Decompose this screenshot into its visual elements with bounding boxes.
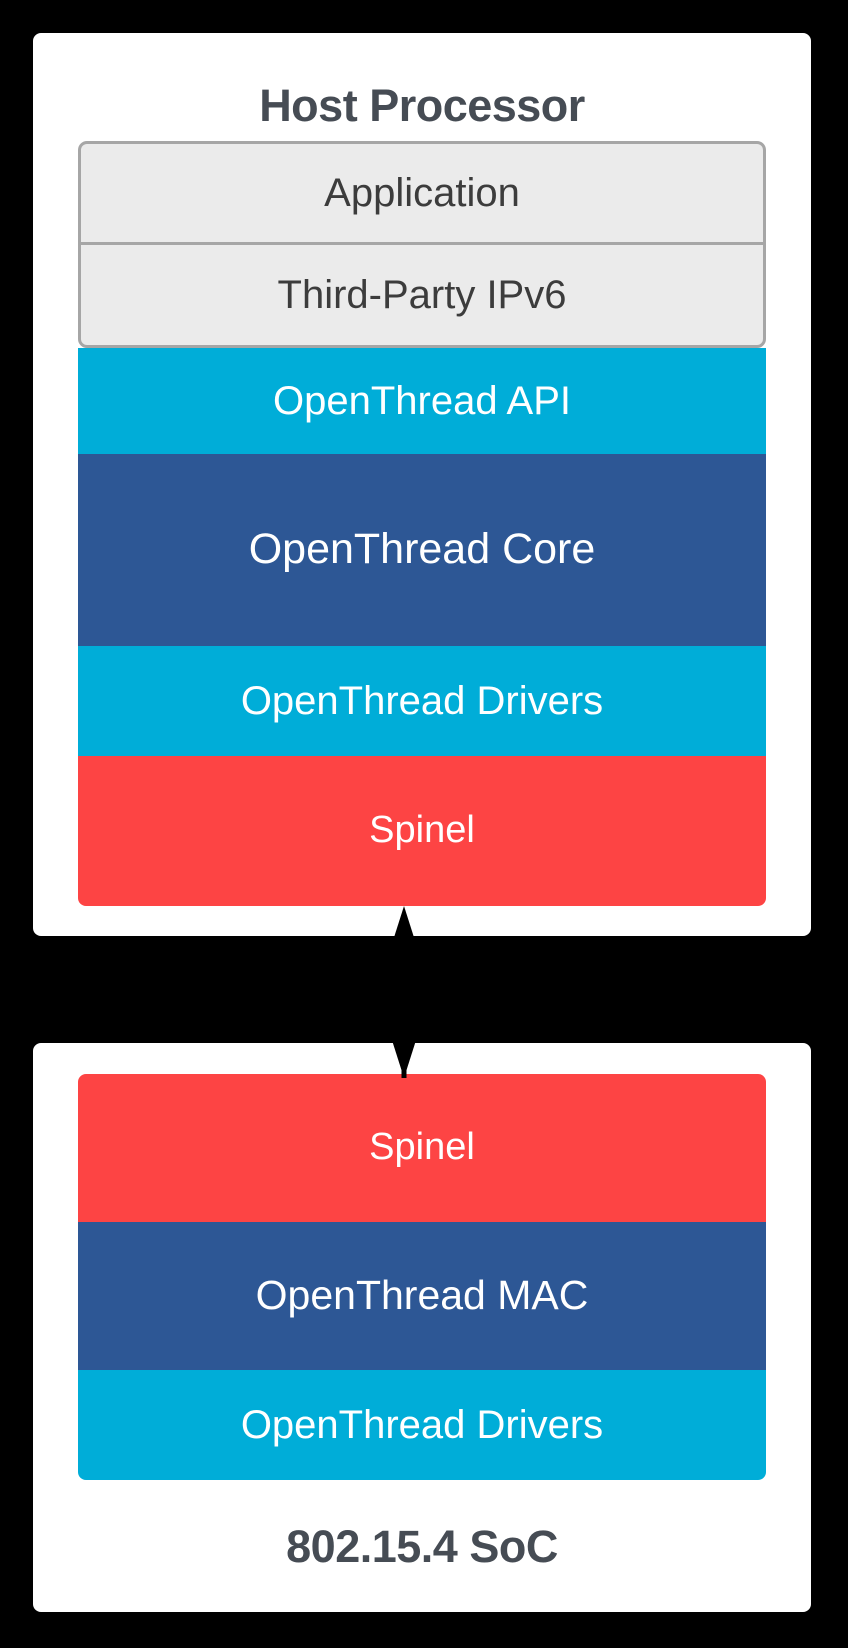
layer-spinel-host: Spinel (78, 756, 766, 906)
layer-openthread-api-label: OpenThread API (273, 379, 571, 423)
layer-stack-host: Application Third-Party IPv6 OpenThread … (78, 141, 766, 906)
panel-title-802-15-4-soc: 802.15.4 SoC (286, 1521, 558, 1572)
panel-802-15-4-soc: Spinel OpenThread MAC OpenThread Drivers… (33, 1043, 811, 1612)
layer-openthread-drivers-soc-label: OpenThread Drivers (240, 1403, 604, 1447)
layer-spinel-host-label: Spinel (369, 809, 475, 852)
layer-openthread-api: OpenThread API (78, 348, 766, 454)
panel-host-processor: Host Processor Application Third-Party I… (33, 33, 811, 936)
layer-stack-soc: Spinel OpenThread MAC OpenThread Drivers (78, 1074, 766, 1480)
layer-third-party-ipv6-label: Third-Party IPv6 (277, 273, 567, 317)
layer-application: Application (78, 141, 766, 245)
layer-spinel-soc: Spinel (78, 1074, 766, 1222)
layer-openthread-drivers-host: OpenThread Drivers (78, 646, 766, 756)
layer-openthread-mac-label: OpenThread MAC (255, 1272, 589, 1319)
layer-openthread-core: OpenThread Core (78, 454, 766, 646)
layer-openthread-mac: OpenThread MAC (78, 1222, 766, 1370)
layer-openthread-drivers-soc: OpenThread Drivers (78, 1370, 766, 1480)
layer-third-party-ipv6: Third-Party IPv6 (78, 242, 766, 348)
panel-title-host-processor: Host Processor (259, 80, 585, 131)
layer-spinel-soc-label: Spinel (369, 1126, 475, 1169)
layer-application-label: Application (324, 171, 520, 215)
layer-openthread-drivers-host-label: OpenThread Drivers (240, 679, 604, 723)
layer-openthread-core-label: OpenThread Core (248, 525, 596, 574)
